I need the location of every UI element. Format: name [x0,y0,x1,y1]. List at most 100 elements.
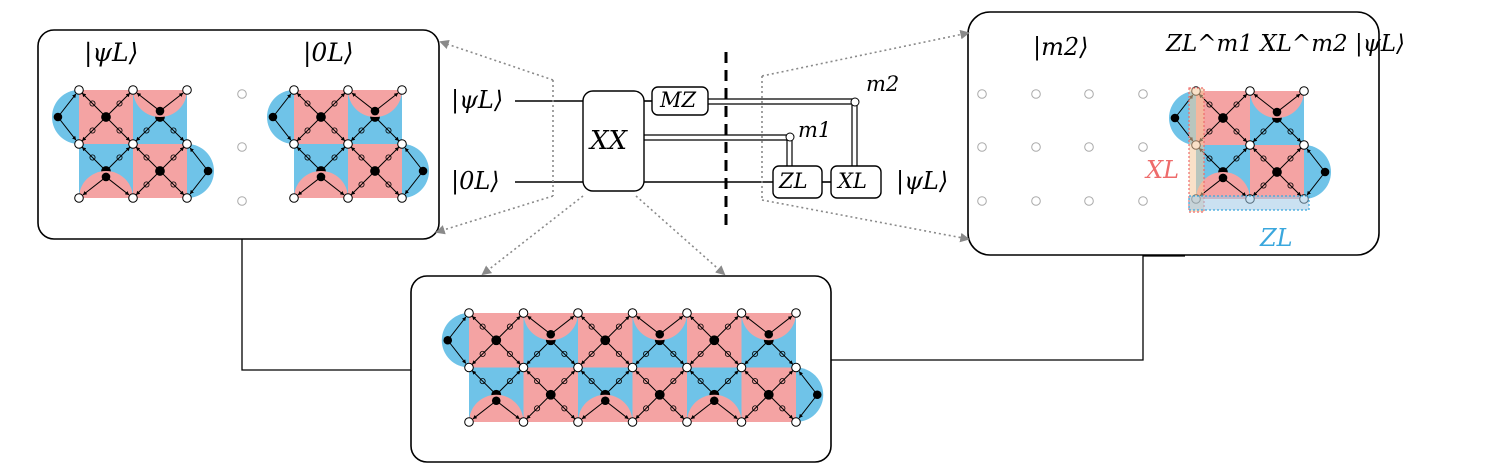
data-qubit [573,308,583,318]
ancilla-qubit [1272,107,1282,117]
classical-wire-m2 [708,98,858,166]
idle-qubit [237,142,247,152]
boundary-stabilizer [402,144,429,198]
ancilla-qubit [155,106,165,116]
data-qubit [791,362,801,373]
data-qubit [518,308,529,318]
plaquette-x [578,313,633,368]
idle-qubits-left [237,89,247,206]
ancilla-qubit [316,172,326,182]
data-qubit [289,85,299,95]
ancilla-qubit [316,112,326,122]
data-qubit [343,139,353,149]
data-qubit [791,308,801,318]
data-qubit [1299,140,1309,150]
data-qubit [464,308,474,318]
plaquette-x [687,313,742,368]
data-qubit [464,362,474,373]
ancilla-qubit [1218,113,1228,123]
zoom-arrows [435,29,970,276]
plaquette-x [133,144,187,198]
boundary-stabilizer [632,313,687,341]
boundary-stabilizer [267,90,294,144]
idle-qubit [977,142,987,152]
ancilla-qubit [600,335,611,346]
data-qubit [682,362,692,373]
boundary-stabilizer [441,313,469,368]
idle-qubit [237,196,247,206]
idle-qubit [1084,196,1094,206]
plaquette-x [1250,145,1304,199]
mz-gate [651,86,709,116]
circuit-input-bottom: |0L⟩ [451,167,500,195]
ancilla-qubit [1170,113,1180,123]
data-qubit [289,139,299,149]
data-qubit [682,417,692,427]
data-qubit [182,193,192,203]
plaquette-x [741,367,796,422]
idle-qubit [1031,142,1041,152]
data-qubit [1245,86,1255,96]
ancilla-qubit [1218,173,1228,183]
ancilla-qubit [155,166,165,176]
data-qubit [627,362,638,373]
ancilla-qubit [370,106,380,116]
plaquette-x [632,367,687,422]
data-qubit [128,193,138,203]
zl-gate-label: ZL [779,169,808,193]
idle-qubit [1138,196,1148,206]
boundary-stabilizer [469,394,524,422]
right-state-m2-label: |m2⟩ [1033,33,1089,61]
data-qubit [1245,140,1255,150]
m2-label: m2 [866,72,900,96]
plaquette-x [348,144,402,198]
ancilla-qubit [370,166,380,176]
data-qubit [464,417,474,427]
lattice-output [1169,86,1331,204]
xl-gate [830,165,882,199]
ancilla-qubit [600,396,610,406]
ancilla-qubit [764,329,774,339]
idle-qubit [1084,89,1094,99]
ancilla-qubit [1272,167,1282,177]
data-qubit [518,362,529,373]
ancilla-qubit [101,112,111,122]
boundary-stabilizer [187,144,214,198]
xx-gate-label: XX [590,126,628,156]
idle-qubit [1138,89,1148,99]
ancilla-qubit [443,335,453,345]
ancilla-qubit [709,335,720,346]
xl-gate-label: XL [838,169,867,193]
ancilla-qubit [654,389,665,400]
left-state-zero-label: |0L⟩ [303,38,354,67]
idle-qubits-right [977,89,1148,206]
boundary-stabilizer [133,90,187,117]
circuit-output: |ψL⟩ [896,167,949,195]
idle-qubit [237,89,247,99]
lattice-psi-left [52,85,214,203]
left-state-psi-label: |ψL⟩ [84,38,139,67]
left-bottom-connector [241,239,411,371]
ancilla-qubit [546,329,556,339]
boundary-stabilizer [523,313,578,341]
idle-qubit [977,196,987,206]
boundary-stabilizer [1250,91,1304,118]
plaquette-x [294,90,348,144]
ancilla-qubit [545,389,556,400]
ancilla-qubit [101,172,111,182]
bottom-right-connector [831,255,1185,361]
idle-qubit [1138,142,1148,152]
zl-operator-label: ZL [1260,224,1293,252]
data-qubit [182,85,192,95]
data-qubit [736,417,747,427]
ancilla-qubit [268,112,278,122]
idle-qubit [1084,142,1094,152]
idle-qubit [977,89,987,99]
boundary-stabilizer [79,171,133,198]
data-qubit [397,85,407,95]
m2-node [850,97,860,107]
data-qubit [518,417,529,427]
zl-gate [772,165,823,199]
plaquette-x [469,313,524,368]
data-qubit [74,85,84,95]
